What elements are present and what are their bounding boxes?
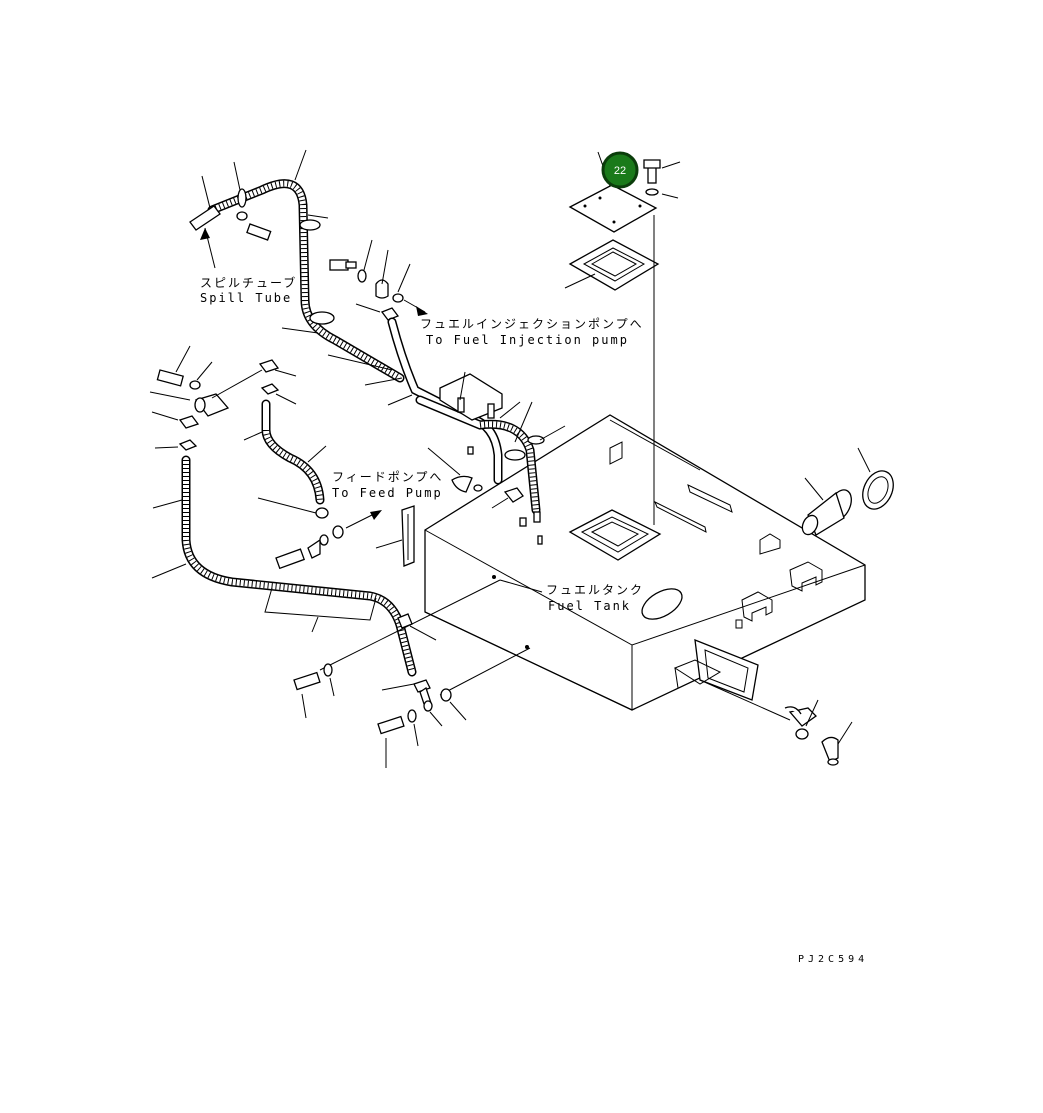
label-injection-pump-en: To Fuel Injection pump (426, 333, 629, 347)
spill-tube (189, 149, 405, 383)
label-feed-pump-en: To Feed Pump (332, 486, 443, 500)
left-fittings (149, 345, 297, 451)
fuel-tank (424, 414, 866, 711)
drawing-code: PJ2C594 (798, 954, 868, 965)
hose-bundle (327, 317, 566, 545)
label-spill-tube-jp: スピルチューブ (200, 275, 297, 290)
access-cover (564, 151, 681, 525)
label-spill-tube-en: Spill Tube (200, 291, 292, 305)
filler-cap (801, 447, 894, 536)
label-fuel-tank-jp: フュエルタンク (546, 583, 644, 597)
injection-fittings (329, 239, 428, 321)
return-hose (151, 455, 633, 711)
drain-valve (699, 679, 853, 766)
feed-pump-hose (243, 399, 415, 570)
label-feed-pump-jp: フィードポンプへ (332, 470, 443, 484)
lower-hardware (293, 663, 467, 768)
label-fuel-tank-en: Fuel Tank (548, 599, 631, 613)
callout-badge[interactable]: 22 (601, 151, 639, 189)
callout-circle[interactable] (601, 151, 639, 189)
callout-number[interactable]: 22 (614, 165, 626, 177)
label-injection-pump-jp: フュエルインジェクションポンプへ (420, 317, 644, 331)
